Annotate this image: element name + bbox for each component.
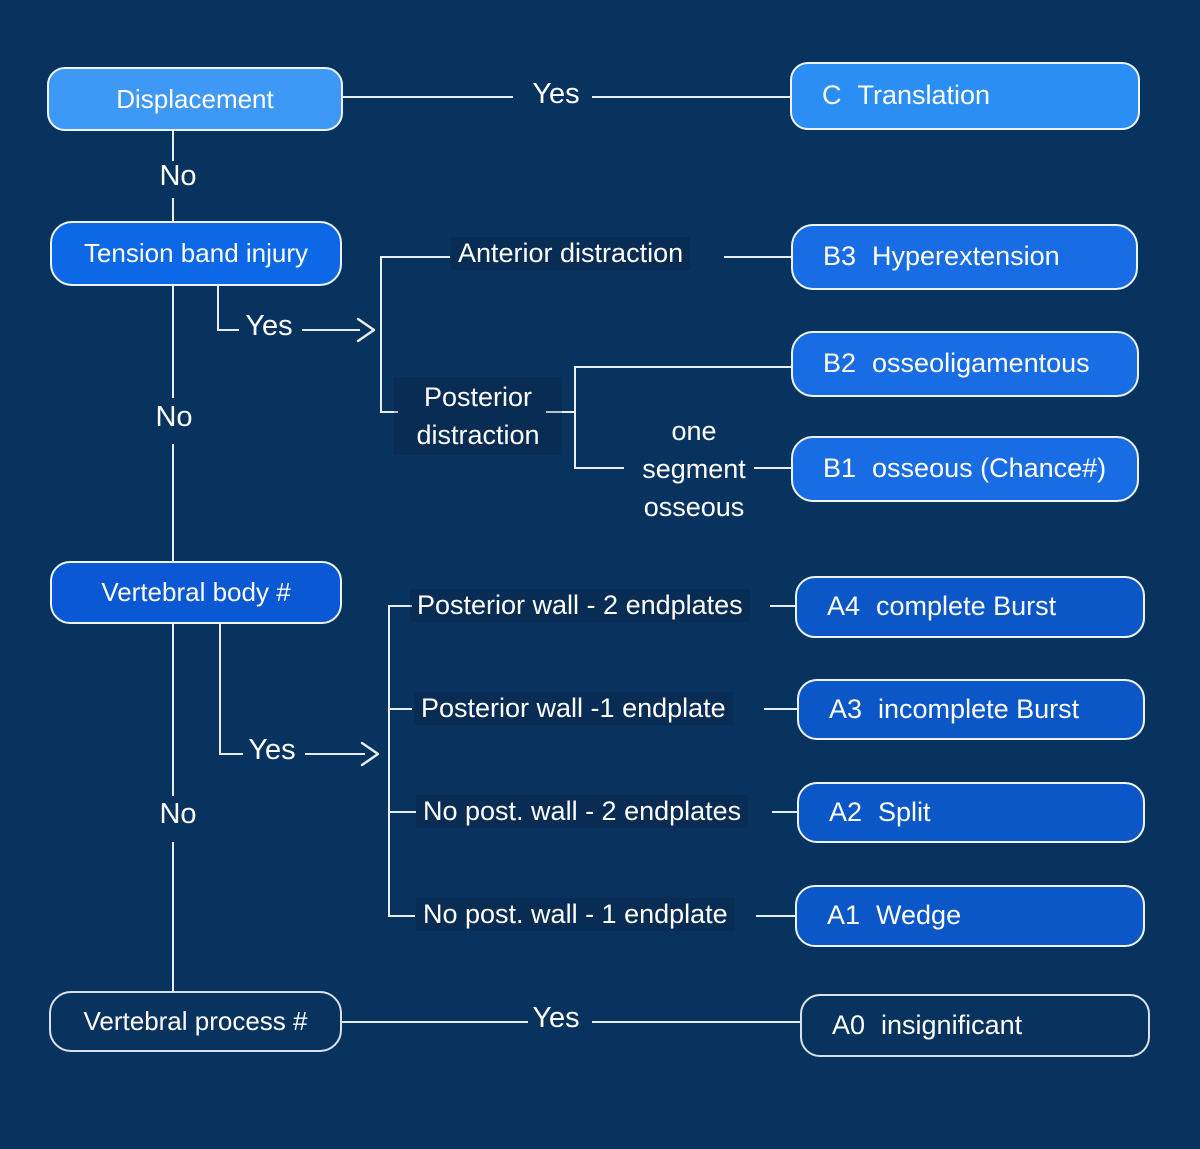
branch-label-posterior-distraction: Posterior distraction: [394, 377, 562, 455]
branch-label-a2: No post. wall - 2 endplates: [416, 795, 749, 828]
arrow-right-icon: [358, 740, 382, 768]
node-tension-band-injury-label: Tension band injury: [83, 238, 309, 269]
result-code: A0: [832, 1009, 866, 1040]
node-a2-split: A2 Split: [797, 782, 1145, 843]
edge-label-vbody-no: No: [159, 798, 197, 830]
branch-label-line: one: [671, 416, 717, 446]
edge-label-vbody-yes: Yes: [248, 734, 296, 766]
branch-label-line: distraction: [416, 420, 540, 450]
node-a1-wedge: A1 Wedge: [795, 885, 1145, 947]
branch-label-line: segment: [642, 454, 746, 484]
connector: [592, 96, 790, 98]
result-code: A3: [829, 693, 863, 724]
branch-label-a4: Posterior wall - 2 endplates: [410, 589, 750, 622]
connector: [770, 605, 795, 607]
node-c-translation: C Translation: [790, 62, 1140, 130]
connector: [592, 1021, 800, 1023]
result-label: complete Burst: [876, 591, 1057, 622]
connector: [388, 605, 390, 917]
connector: [388, 915, 415, 917]
connector: [305, 753, 365, 755]
node-a4-complete-burst: A4 complete Burst: [795, 576, 1145, 638]
edge-label-displacement-no: No: [159, 160, 197, 192]
node-displacement: Displacement: [47, 67, 343, 131]
connector: [764, 708, 797, 710]
connector: [219, 624, 221, 754]
connector: [342, 1021, 528, 1023]
connector: [172, 624, 174, 796]
node-vertebral-process: Vertebral process #: [49, 991, 342, 1052]
connector: [574, 366, 576, 469]
result-label: incomplete Burst: [878, 693, 1080, 724]
node-a3-incomplete-burst: A3 incomplete Burst: [797, 679, 1145, 740]
node-tension-band-injury: Tension band injury: [50, 221, 342, 286]
result-label: Hyperextension: [872, 241, 1060, 272]
connector: [574, 366, 791, 368]
connector: [217, 286, 219, 331]
result-label: Split: [878, 796, 931, 827]
edge-label-tension-no: No: [155, 401, 193, 433]
result-code: C: [822, 80, 842, 111]
connector: [172, 286, 174, 398]
edge-label-tension-yes: Yes: [245, 310, 293, 342]
connector: [380, 256, 382, 413]
connector: [754, 467, 792, 469]
connector: [172, 198, 174, 222]
node-b3-hyperextension: B3 Hyperextension: [791, 224, 1138, 290]
node-displacement-label: Displacement: [116, 83, 274, 114]
result-code: B2: [823, 348, 857, 379]
node-vertebral-body: Vertebral body #: [50, 561, 342, 624]
edge-label-vprocess-yes: Yes: [532, 1002, 580, 1034]
node-vertebral-body-label: Vertebral body #: [101, 577, 291, 608]
branch-label-a3: Posterior wall -1 endplate: [414, 692, 733, 725]
result-label: insignificant: [881, 1009, 1023, 1040]
branch-label-one-segment-osseous: one segment osseous: [616, 411, 772, 527]
branch-label-line: osseous: [643, 492, 745, 522]
edge-label-displacement-yes: Yes: [532, 78, 580, 110]
connector: [388, 605, 412, 607]
result-label: Translation: [857, 80, 991, 111]
connector: [756, 915, 795, 917]
result-label: Wedge: [876, 900, 962, 931]
result-code: B3: [823, 241, 857, 272]
result-label: osseous (Chance#): [872, 453, 1107, 484]
node-b1-osseous-chance: B1 osseous (Chance#): [791, 436, 1139, 502]
connector: [724, 256, 791, 258]
connector: [380, 256, 450, 258]
connector: [343, 96, 513, 98]
node-b2-osseoligamentous: B2 osseoligamentous: [791, 331, 1139, 397]
branch-label-line: Posterior: [423, 382, 533, 412]
result-label: osseoligamentous: [872, 348, 1090, 379]
branch-label-anterior-distraction: Anterior distraction: [451, 237, 691, 270]
connector: [172, 842, 174, 992]
result-code: A4: [827, 591, 861, 622]
result-code: A2: [829, 796, 863, 827]
node-a0-insignificant: A0 insignificant: [800, 994, 1150, 1057]
connector: [219, 753, 243, 755]
node-vertebral-process-label: Vertebral process #: [83, 1006, 308, 1037]
connector: [574, 467, 624, 469]
connector: [302, 329, 360, 331]
result-code: A1: [827, 900, 861, 931]
connector: [388, 811, 416, 813]
branch-label-a1: No post. wall - 1 endplate: [416, 898, 735, 931]
arrow-right-icon: [354, 316, 378, 344]
connector: [380, 411, 398, 413]
connector: [388, 708, 412, 710]
result-code: B1: [823, 453, 857, 484]
connector: [172, 131, 174, 161]
connector: [172, 444, 174, 562]
connector: [546, 411, 576, 413]
connector: [217, 329, 239, 331]
connector: [772, 811, 797, 813]
